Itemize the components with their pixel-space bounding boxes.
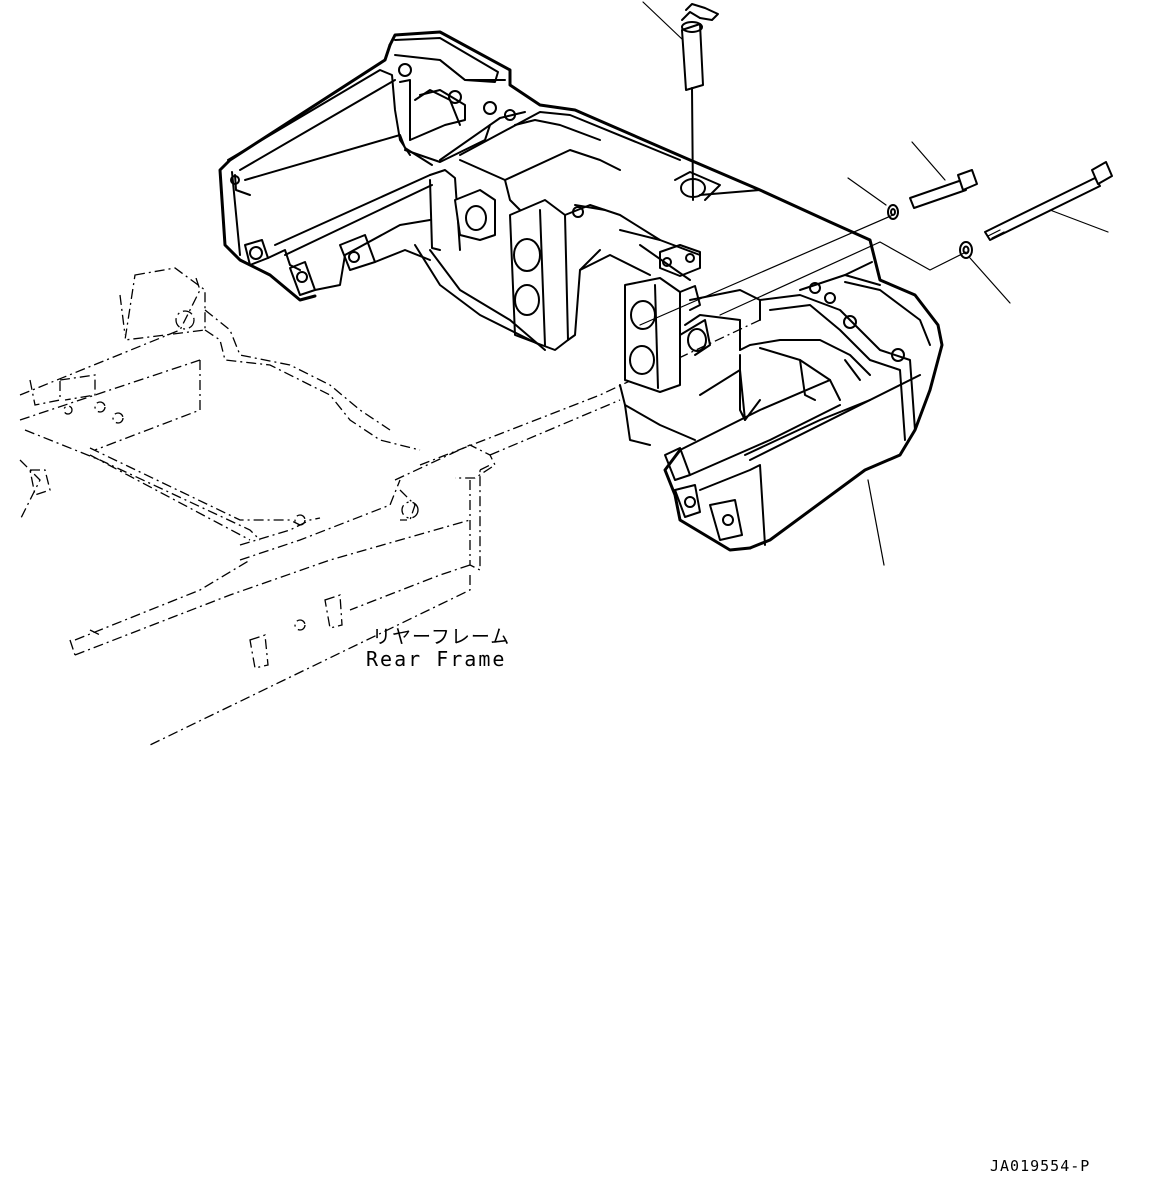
lifting-pin bbox=[681, 3, 719, 201]
short-bolt bbox=[909, 169, 978, 209]
rear-frame-outline bbox=[19, 267, 761, 746]
washer-lower bbox=[959, 241, 973, 259]
drawing-code: JA019554-P bbox=[990, 1157, 1091, 1175]
long-bolt bbox=[984, 161, 1113, 241]
assembly-lines bbox=[639, 214, 967, 326]
rear-frame-label-jp: リヤーフレーム bbox=[372, 626, 511, 648]
leader-lines bbox=[642, 1, 1109, 566]
counterweight bbox=[218, 30, 944, 552]
rear-frame-label-en: Rear Frame bbox=[366, 647, 507, 671]
